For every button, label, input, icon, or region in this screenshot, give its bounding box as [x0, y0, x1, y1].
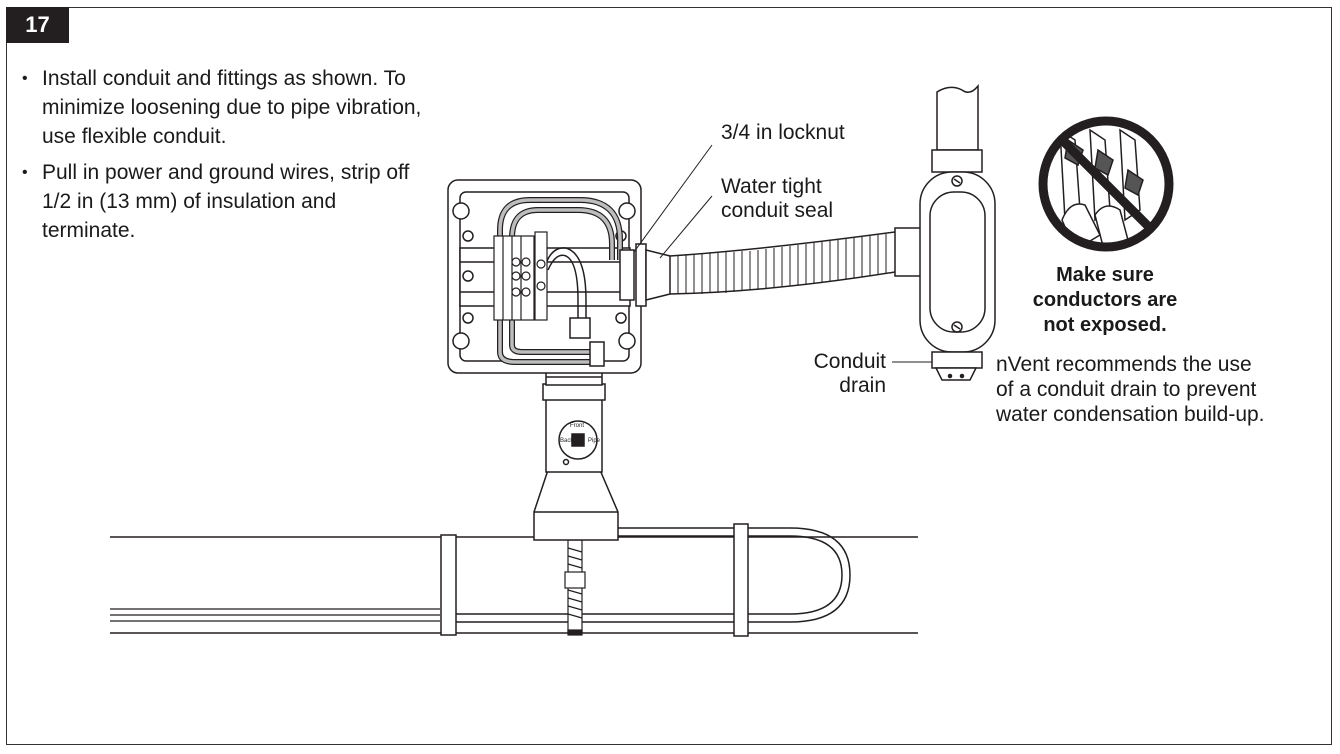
- prohibited-exposed-conductors-icon: [1038, 116, 1174, 252]
- flexible-conduit: [669, 231, 896, 295]
- dial-pipe-label: Pipe: [588, 438, 601, 444]
- dial-back-label: Back: [560, 438, 574, 444]
- instruction-list: Install conduit and fittings as shown. T…: [22, 64, 422, 252]
- note-line2: of a conduit drain to prevent: [996, 378, 1257, 401]
- recommendation-note: nVent recommends the use of a conduit dr…: [996, 352, 1265, 427]
- power-wires-fill: [498, 198, 622, 364]
- ground-wire-loop: [543, 247, 605, 367]
- warning-line2: conductors are: [1032, 289, 1178, 311]
- seal-callout-line1: Water tight: [721, 175, 822, 198]
- pipe-strap-right: [733, 523, 749, 637]
- note-line1: nVent recommends the use: [996, 353, 1252, 376]
- warning-text: Make sure conductors are not exposed.: [1005, 263, 1205, 338]
- rigid-conduit-body: [894, 83, 996, 369]
- pipe-strap-left: [440, 534, 457, 636]
- conduit-drain: [934, 367, 978, 381]
- callout-leaders: [633, 144, 932, 363]
- dial-front-label: Front: [570, 423, 584, 429]
- power-connection-base: [533, 371, 619, 541]
- warning-line3: not exposed.: [1043, 314, 1167, 336]
- instruction-item-wires: Pull in power and ground wires, strip of…: [22, 158, 422, 245]
- warning-line1: Make sure: [1056, 264, 1154, 286]
- drain-callout-line2: drain: [839, 374, 886, 397]
- instruction-item-conduit: Install conduit and fittings as shown. T…: [22, 64, 422, 151]
- conduit-fitting: [619, 243, 671, 307]
- locknut-callout: 3/4 in locknut: [721, 121, 845, 144]
- heating-cable: [456, 527, 851, 623]
- support-rod: [564, 539, 586, 636]
- step-number-badge: 17: [6, 7, 69, 43]
- pipe: [110, 536, 918, 634]
- note-line3: water condensation build-up.: [996, 403, 1265, 426]
- terminal-block: [493, 231, 548, 321]
- orientation-dial: Front Back Pipe: [560, 423, 601, 444]
- drain-callout-line1: Conduit: [813, 350, 886, 373]
- diagram-frame: [6, 7, 1332, 745]
- seal-callout-line2: conduit seal: [721, 199, 834, 222]
